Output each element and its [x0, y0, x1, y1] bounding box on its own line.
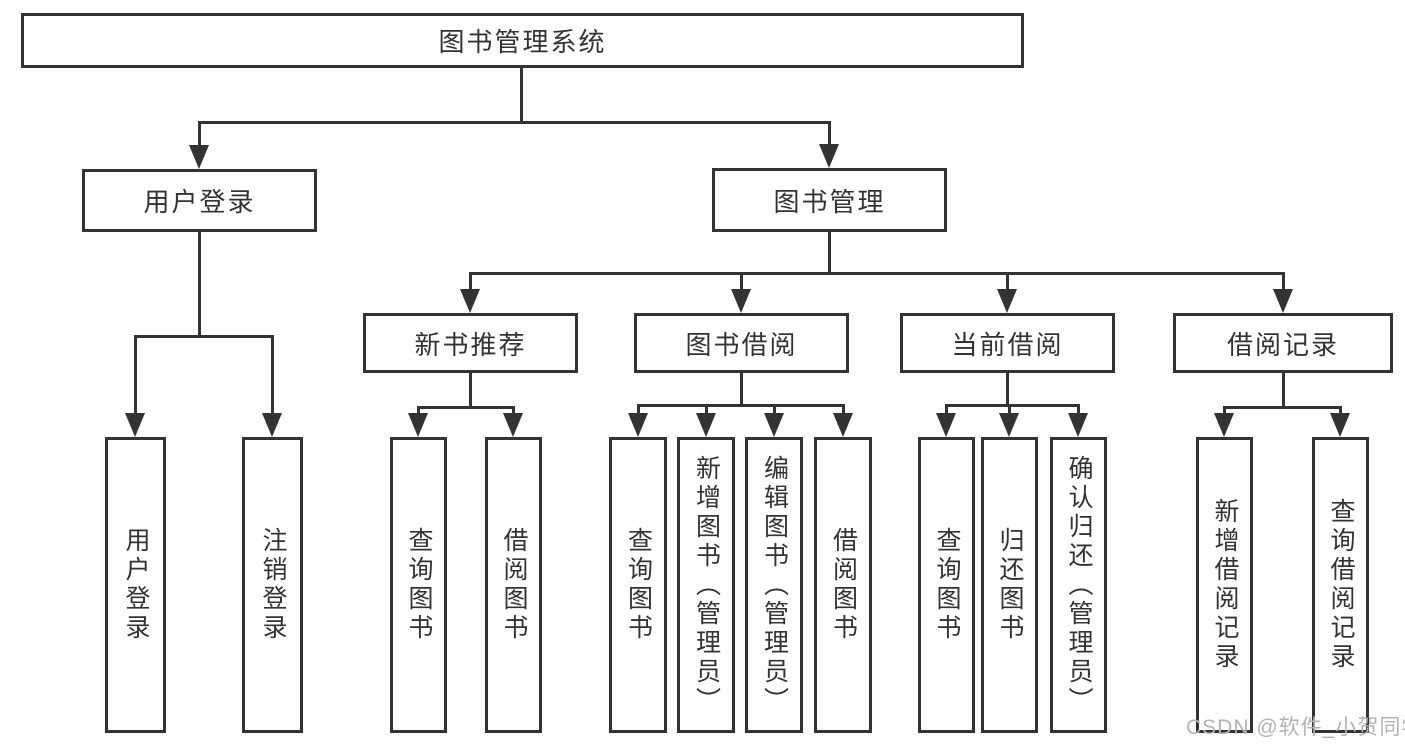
- node-bb-edit-books: 编辑图书（管理员）: [745, 437, 803, 733]
- node-cb-query-books: 查询图书: [918, 437, 975, 733]
- arrowhead-down-icon: [936, 413, 956, 437]
- connector-vline: [469, 373, 472, 409]
- connector-hline: [134, 335, 274, 338]
- connector-vline: [1006, 373, 1009, 407]
- connector-vline: [520, 68, 523, 124]
- node-current-borrowing: 当前借阅: [900, 313, 1115, 373]
- node-logout: 注销登录: [242, 437, 303, 733]
- node-bb-borrow-books: 借阅图书: [814, 437, 872, 733]
- connector-vline: [271, 335, 274, 415]
- node-login: 用户登录: [105, 437, 166, 733]
- connector-vline: [828, 232, 831, 275]
- arrowhead-down-icon: [833, 413, 853, 437]
- connector-vline: [1006, 272, 1009, 291]
- connector-vline: [705, 404, 708, 415]
- node-nb-query-books: 查询图书: [390, 437, 447, 733]
- connector-vline: [469, 272, 472, 291]
- connector-vline: [740, 373, 743, 407]
- connector-vline: [945, 404, 948, 415]
- connector-vline: [1008, 404, 1011, 415]
- node-root: 图书管理系统: [21, 13, 1024, 68]
- arrowhead-down-icon: [628, 413, 648, 437]
- arrowhead-down-icon: [408, 413, 428, 437]
- node-cb-confirm-return: 确认归还（管理员）: [1050, 437, 1107, 733]
- arrowhead-down-icon: [1214, 413, 1234, 437]
- node-book-management: 图书管理: [712, 168, 947, 232]
- node-br-add-record: 新增借阅记录: [1196, 437, 1253, 733]
- node-borrowing-records: 借阅记录: [1173, 313, 1393, 373]
- connector-vline: [1282, 373, 1285, 409]
- node-bb-query-books: 查询图书: [609, 437, 667, 733]
- arrowhead-down-icon: [503, 413, 523, 437]
- connector-vline: [773, 404, 776, 415]
- connector-vline: [828, 121, 831, 146]
- connector-vline: [417, 406, 420, 415]
- connector-vline: [134, 335, 137, 415]
- connector-hline: [198, 121, 831, 124]
- connector-vline: [637, 404, 640, 415]
- arrowhead-down-icon: [764, 413, 784, 437]
- node-new-book-recommend: 新书推荐: [363, 313, 578, 373]
- node-bb-add-books: 新增图书（管理员）: [677, 437, 735, 733]
- arrowhead-down-icon: [819, 144, 839, 168]
- connector-vline: [740, 272, 743, 291]
- connector-hline: [1223, 406, 1342, 409]
- connector-vline: [198, 232, 201, 338]
- arrowhead-down-icon: [1330, 413, 1350, 437]
- arrowhead-down-icon: [125, 413, 145, 437]
- node-br-query-record: 查询借阅记录: [1312, 437, 1369, 733]
- connector-vline: [842, 404, 845, 415]
- watermark: CSDN @软件_小贺同学: [1186, 716, 1405, 739]
- arrowhead-down-icon: [997, 289, 1017, 313]
- arrowhead-down-icon: [999, 413, 1019, 437]
- node-book-borrowing: 图书借阅: [634, 313, 849, 373]
- node-nb-borrow-books: 借阅图书: [485, 437, 542, 733]
- node-cb-return-books: 归还图书: [981, 437, 1038, 733]
- connector-hline: [417, 406, 515, 409]
- connector-vline: [1339, 406, 1342, 415]
- connector-vline: [1282, 272, 1285, 291]
- connector-vline: [198, 121, 201, 147]
- node-user-login: 用户登录: [82, 169, 317, 232]
- connector-hline: [945, 404, 1080, 407]
- arrowhead-down-icon: [696, 413, 716, 437]
- arrowhead-down-icon: [1068, 413, 1088, 437]
- connector-hline: [637, 404, 845, 407]
- connector-hline: [469, 272, 1284, 275]
- arrowhead-down-icon: [1273, 289, 1293, 313]
- arrowhead-down-icon: [731, 289, 751, 313]
- connector-vline: [512, 406, 515, 415]
- connector-vline: [1223, 406, 1226, 415]
- arrowhead-down-icon: [189, 145, 209, 169]
- arrowhead-down-icon: [262, 413, 282, 437]
- arrowhead-down-icon: [460, 289, 480, 313]
- connector-vline: [1077, 404, 1080, 415]
